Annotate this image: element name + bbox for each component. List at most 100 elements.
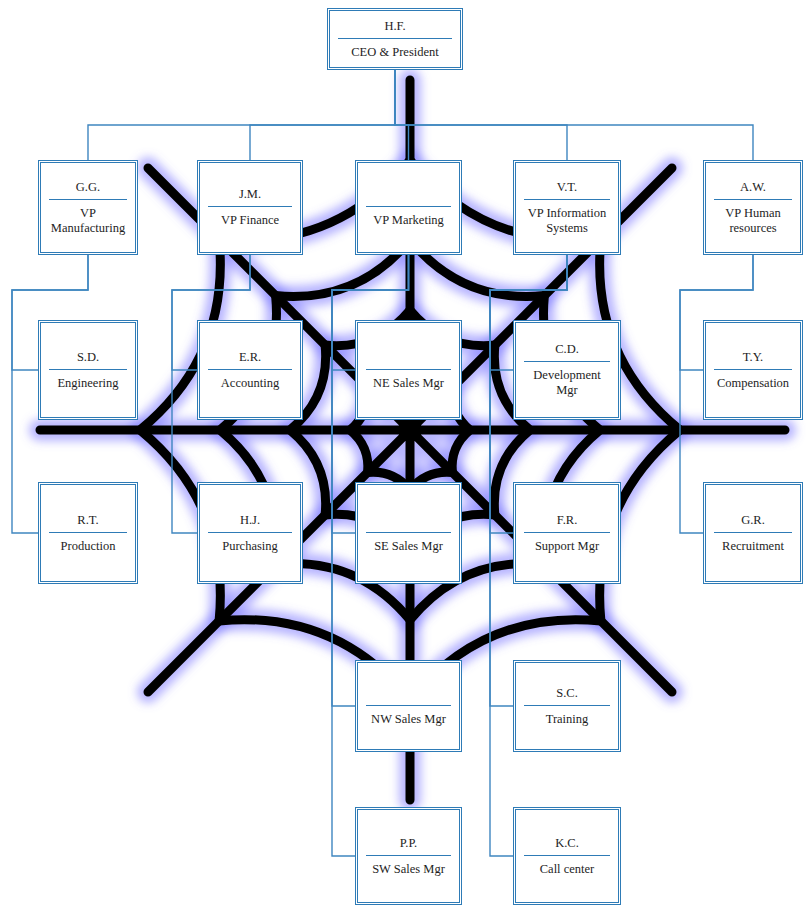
divider-line <box>524 532 610 533</box>
person-initials: S.D. <box>47 350 129 365</box>
job-title: Accounting <box>206 376 294 391</box>
org-box: NW Sales Mgr <box>355 660 462 752</box>
title-area: Compensation <box>712 376 794 391</box>
person-initials: R.T. <box>47 513 129 528</box>
org-box: V.T.VP Information Systems <box>513 160 621 255</box>
divider-line <box>714 532 792 533</box>
person-initials: F.R. <box>522 513 612 528</box>
title-area: NW Sales Mgr <box>364 712 453 727</box>
initials-area: A.W. <box>712 180 794 199</box>
initials-area: J.M. <box>206 187 294 206</box>
initials-area: F.R. <box>522 513 612 532</box>
initials-area: S.D. <box>47 350 129 369</box>
org-box: F.R. Support Mgr <box>513 482 621 584</box>
title-area: VP Finance <box>206 213 294 228</box>
org-box: S.C. Training <box>513 660 621 752</box>
title-area: Accounting <box>206 376 294 391</box>
person-initials: S.C. <box>522 686 612 701</box>
title-area: NE Sales Mgr <box>364 376 453 391</box>
initials-area: R.T. <box>47 513 129 532</box>
job-title: VP Manufacturing <box>47 206 129 236</box>
job-title: Support Mgr <box>522 539 612 554</box>
org-box: NE Sales Mgr <box>355 320 462 420</box>
title-area: Development Mgr <box>522 368 612 398</box>
divider-line <box>49 369 127 370</box>
org-box: A.W. VP Human resources <box>703 160 803 255</box>
reporting-line <box>395 70 753 160</box>
person-initials: T.Y. <box>712 350 794 365</box>
reporting-line <box>395 70 409 160</box>
initials-area: G.R. <box>712 513 794 532</box>
job-title: VP Finance <box>206 213 294 228</box>
title-area: Engineering <box>47 376 129 391</box>
org-box: P.P. SW Sales Mgr <box>355 807 462 905</box>
person-initials: V.T. <box>522 180 612 195</box>
org-box: VP Marketing <box>355 160 462 255</box>
org-box: H.F. CEO & President <box>327 8 463 70</box>
reporting-line <box>88 70 395 160</box>
initials-area: G.G. <box>47 180 129 199</box>
divider-line <box>524 705 610 706</box>
divider-line <box>366 705 451 706</box>
person-initials: A.W. <box>712 180 794 195</box>
org-box: G.R. Recruitment <box>703 482 803 584</box>
job-title: SE Sales Mgr <box>364 539 453 554</box>
web-strands <box>40 80 785 800</box>
org-box: R.T.Production <box>38 482 138 584</box>
initials-area <box>364 187 453 206</box>
job-title: Compensation <box>712 376 794 391</box>
title-area: SW Sales Mgr <box>364 862 453 877</box>
job-title: Call center <box>522 862 612 877</box>
title-area: Training <box>522 712 612 727</box>
job-title: NE Sales Mgr <box>364 376 453 391</box>
job-title: SW Sales Mgr <box>364 862 453 877</box>
initials-area: T.Y. <box>712 350 794 369</box>
job-title: Purchasing <box>206 539 294 554</box>
initials-area: C.D. <box>522 342 612 361</box>
title-area: Purchasing <box>206 539 294 554</box>
job-title: VP Marketing <box>364 213 453 228</box>
initials-area: S.C. <box>522 686 612 705</box>
initials-area: V.T. <box>522 180 612 199</box>
job-title: Development Mgr <box>522 368 612 398</box>
person-initials: G.G. <box>47 180 129 195</box>
divider-line <box>49 532 127 533</box>
title-area: VP Human resources <box>712 206 794 236</box>
divider-line <box>366 369 451 370</box>
title-area: Support Mgr <box>522 539 612 554</box>
initials-area <box>364 686 453 705</box>
org-box: H.J. Purchasing <box>197 482 303 584</box>
divider-line <box>208 369 292 370</box>
divider-line <box>714 199 792 200</box>
divider-line <box>524 361 610 362</box>
person-initials: C.D. <box>522 342 612 357</box>
org-box: SE Sales Mgr <box>355 482 462 584</box>
person-initials: H.F. <box>336 19 454 34</box>
divider-line <box>366 206 451 207</box>
divider-line <box>524 855 610 856</box>
initials-area: H.F. <box>336 19 454 38</box>
job-title: NW Sales Mgr <box>364 712 453 727</box>
divider-line <box>366 532 451 533</box>
initials-area: H.J. <box>206 513 294 532</box>
divider-line <box>338 38 452 39</box>
divider-line <box>524 199 610 200</box>
org-box: S.D. Engineering <box>38 320 138 420</box>
person-initials: P.P. <box>364 836 453 851</box>
job-title: VP Human resources <box>712 206 794 236</box>
org-box: T.Y. Compensation <box>703 320 803 420</box>
initials-area: P.P. <box>364 836 453 855</box>
divider-line <box>49 199 127 200</box>
initials-area: K.C. <box>522 836 612 855</box>
job-title: Recruitment <box>712 539 794 554</box>
person-initials: E.R. <box>206 350 294 365</box>
title-area: Recruitment <box>712 539 794 554</box>
divider-line <box>366 855 451 856</box>
title-area: CEO & President <box>336 45 454 60</box>
org-box: C.D. Development Mgr <box>513 320 621 420</box>
reporting-line <box>395 70 567 160</box>
initials-area <box>364 350 453 369</box>
web-glow <box>40 80 785 800</box>
